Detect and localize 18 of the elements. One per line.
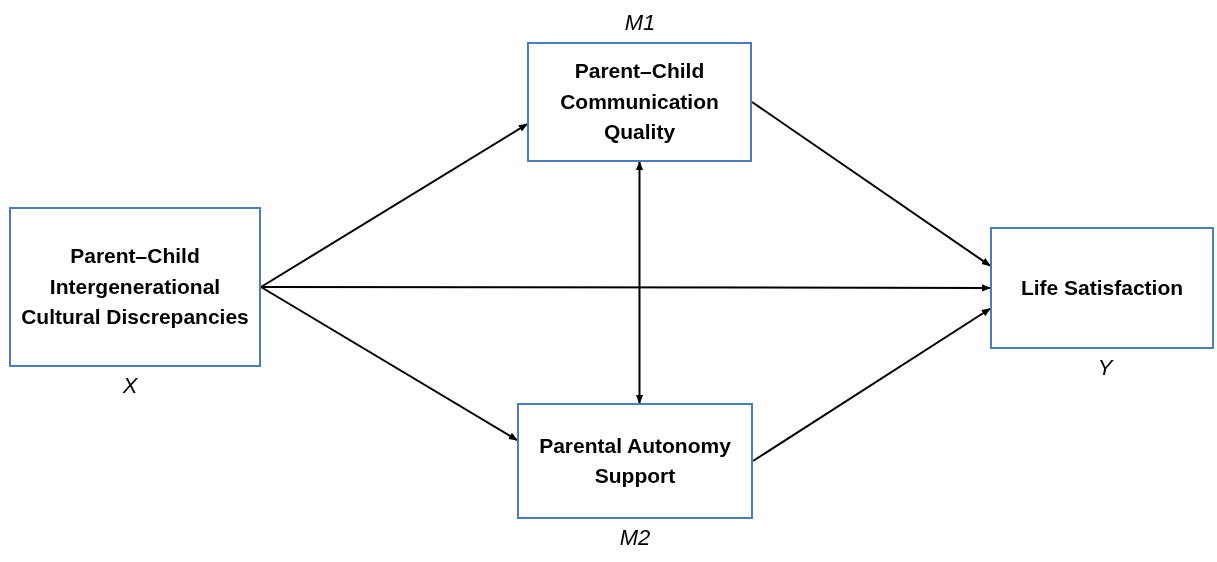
variable-symbol: M1: [624, 12, 656, 34]
arrow: [260, 286, 518, 442]
variable-label: Parent–Child Communication Quality: [559, 58, 720, 146]
variable-label: Parent–Child Intergenerational Cultural Discrepancies: [20, 243, 250, 331]
arrow: [751, 101, 991, 267]
variable-box: [527, 42, 752, 162]
variable-label: Life Satisfaction: [1020, 274, 1184, 301]
variable-label: Parental Autonomy Support: [538, 432, 732, 489]
variable-symbol: M2: [619, 527, 651, 549]
arrow: [260, 123, 528, 288]
variable-box: [990, 227, 1214, 349]
variable-symbol: X: [122, 375, 138, 397]
arrow: [752, 307, 991, 462]
variable-box: [517, 403, 753, 519]
variable-box: [9, 207, 261, 367]
arrow: [635, 161, 644, 404]
variable-symbol: Y: [1097, 357, 1113, 379]
arrow: [260, 284, 991, 292]
